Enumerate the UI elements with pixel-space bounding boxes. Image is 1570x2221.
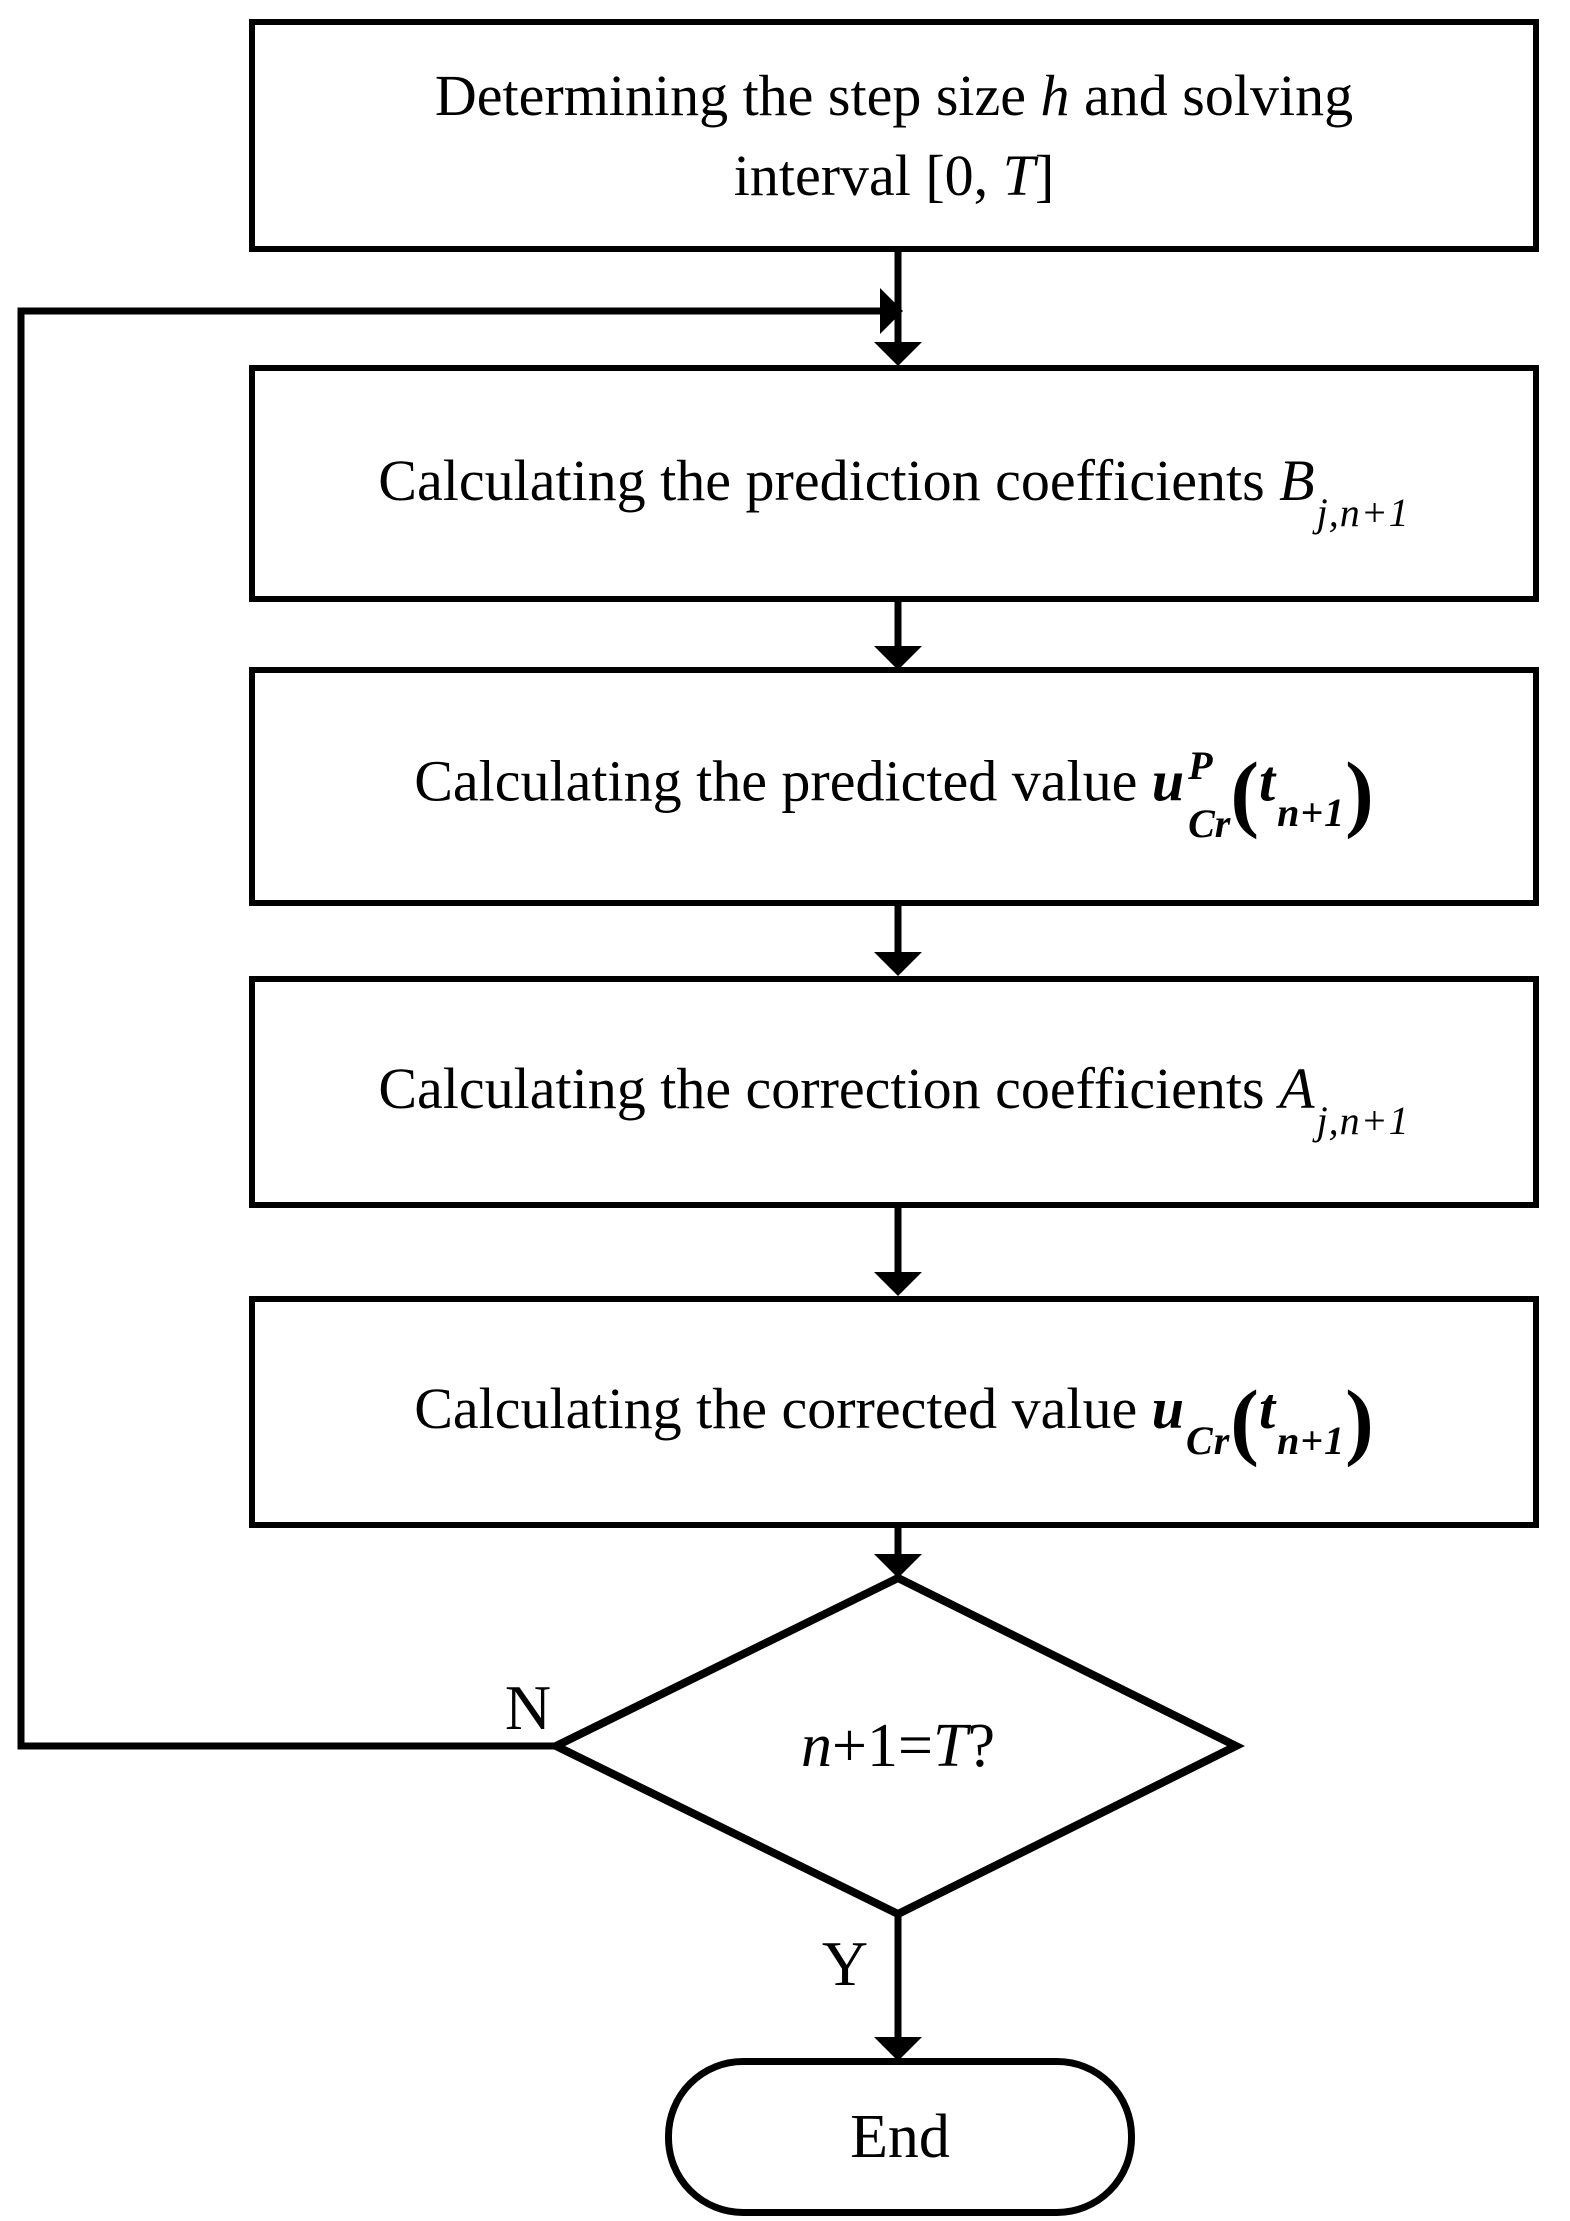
step-size-line2-post: ] [1034, 142, 1055, 208]
math-sub-n1-2: n+1 [1277, 1418, 1346, 1463]
arrowhead-into-decision [874, 1554, 922, 1578]
corrected-text: Calculating the corrected value uCr(tn+1… [414, 1369, 1374, 1463]
math-sub-jn1-2: j,n+1 [1316, 1098, 1410, 1143]
math-sub-n1: n+1 [1277, 789, 1346, 835]
math-var-u: u [1151, 747, 1185, 813]
correction-label: Calculating the correction coefficients [378, 1056, 1280, 1121]
step-size-text-line2: interval [0, T] [734, 136, 1055, 216]
math-close-paren: ) [1345, 743, 1374, 840]
arrowhead-into-end [874, 2037, 922, 2061]
step-size-line1-post: and solving [1069, 62, 1354, 128]
end-terminator: End [665, 2058, 1135, 2216]
math-supsub-P-Cr: P Cr [1188, 742, 1231, 846]
math-var-t2: t [1258, 1376, 1276, 1441]
math-sub-jn1: j,n+1 [1316, 489, 1410, 535]
math-var-T2: T [932, 1711, 968, 1780]
process-box-step-size: Determining the step size h and solving … [249, 19, 1539, 252]
process-box-corrected-value: Calculating the corrected value uCr(tn+1… [249, 1296, 1539, 1528]
decision-text: n+1=T ? [648, 1704, 1148, 1788]
loop-arrowhead-right [880, 288, 903, 334]
arrowhead-into-corrected [874, 1272, 922, 1296]
end-label: End [850, 2102, 950, 2171]
prediction-label: Calculating the prediction coefficients [378, 447, 1280, 513]
math-var-T: T [1002, 142, 1035, 208]
math-var-t: t [1258, 747, 1276, 813]
predicted-label: Calculating the predicted value [414, 747, 1152, 813]
process-box-correction-coefficients: Calculating the correction coefficients … [249, 976, 1539, 1208]
branch-label-no: N [504, 1672, 552, 1743]
corrected-label: Calculating the corrected value [414, 1376, 1152, 1441]
math-sup-P: P [1188, 742, 1213, 788]
math-var-h: h [1040, 62, 1070, 128]
math-sub-Cr: Cr [1188, 800, 1231, 846]
prediction-text: Calculating the prediction coefficients … [378, 441, 1409, 535]
correction-text: Calculating the correction coefficients … [378, 1049, 1409, 1143]
arrowhead-into-prediction [874, 342, 922, 366]
step-size-text-line1: Determining the step size h and solving [435, 56, 1353, 136]
step-size-line2-pre: interval [0, [733, 142, 1003, 208]
process-box-prediction-coefficients: Calculating the prediction coefficients … [249, 365, 1539, 602]
arrowhead-into-correction [874, 952, 922, 976]
math-sub-Cr2: Cr [1186, 1418, 1231, 1463]
math-var-B: B [1279, 447, 1315, 513]
branch-label-yes: Y [821, 1928, 869, 1999]
math-var-n: n [801, 1711, 833, 1780]
math-close-paren2: ) [1345, 1371, 1374, 1468]
loop-back-line [17, 307, 882, 1750]
math-open-paren: ( [1230, 743, 1259, 840]
math-var-A: A [1279, 1056, 1315, 1121]
decision-question-mark: ? [967, 1711, 995, 1780]
decision-mid: +1= [832, 1711, 933, 1780]
arrowhead-into-predicted [874, 646, 922, 670]
math-open-paren2: ( [1230, 1371, 1259, 1468]
math-var-u2: u [1151, 1376, 1185, 1441]
step-size-line1-pre: Determining the step size [434, 62, 1041, 128]
